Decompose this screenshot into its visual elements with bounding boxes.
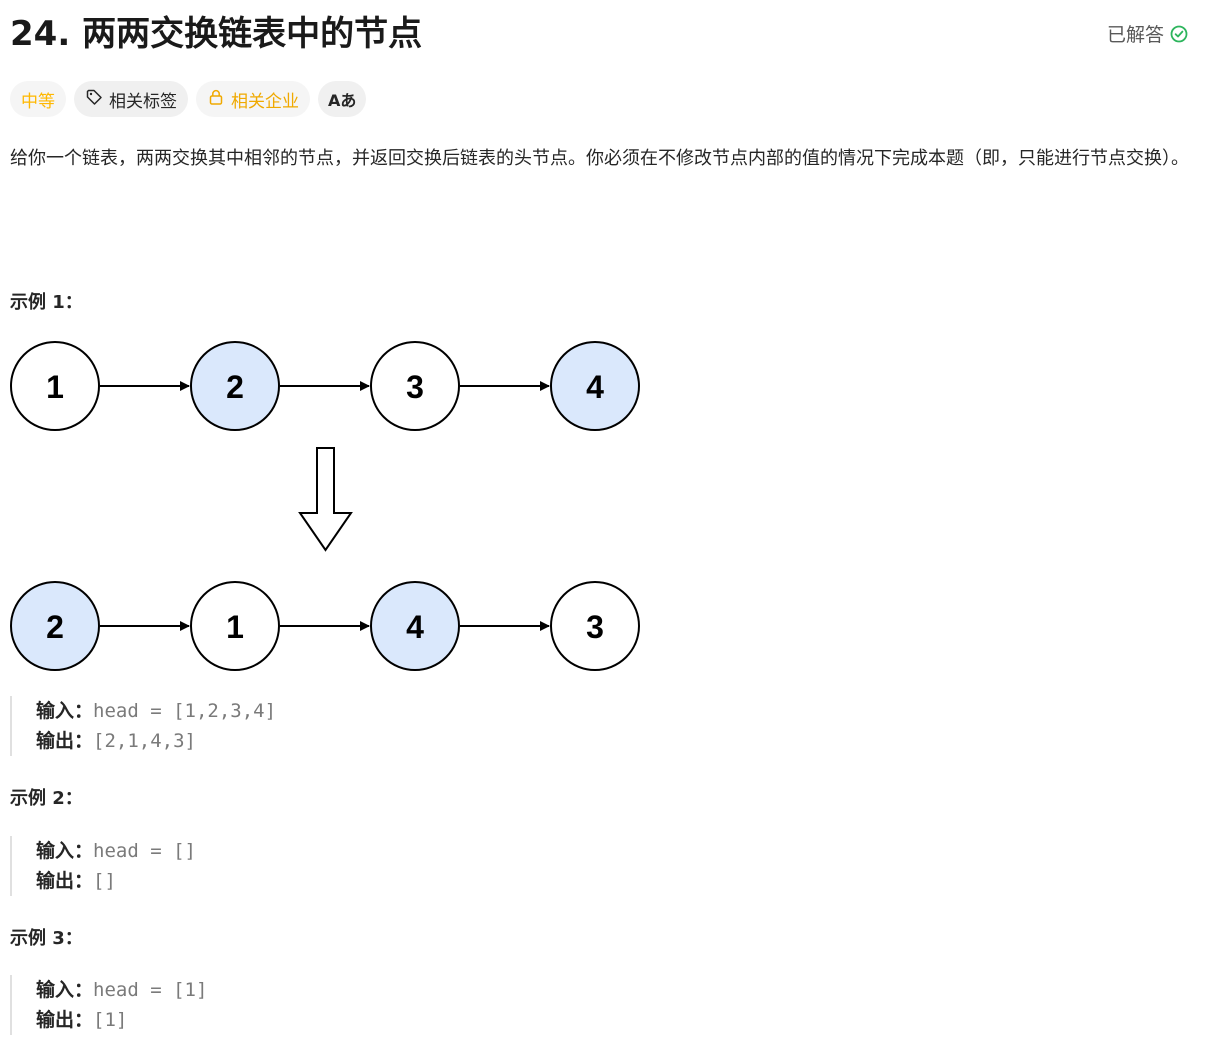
output-value: [] bbox=[93, 870, 116, 892]
translate-button[interactable]: Aあ bbox=[318, 81, 367, 117]
output-value: [2,1,4,3] bbox=[93, 730, 196, 752]
before-node bbox=[190, 341, 280, 431]
difficulty-badge[interactable]: 中等 bbox=[10, 81, 66, 117]
example-2-title: 示例 2： bbox=[10, 788, 83, 809]
solved-status: 已解答 bbox=[1107, 20, 1188, 47]
example-1-title: 示例 1： bbox=[10, 292, 83, 313]
before-node-label: 2 bbox=[226, 369, 244, 405]
example-3-block: 输入：head = [1] 输出：[1] bbox=[10, 975, 207, 1035]
before-node bbox=[550, 341, 640, 431]
problem-description: 给你一个链表，两两交换其中相邻的节点，并返回交换后链表的头节点。你必须在不修改节… bbox=[10, 148, 1189, 169]
down-arrow-icon bbox=[298, 447, 353, 552]
related-tags-label: 相关标签 bbox=[109, 91, 177, 112]
related-tags-button[interactable]: 相关标签 bbox=[74, 81, 188, 117]
after-node bbox=[370, 581, 460, 671]
before-node bbox=[10, 341, 100, 431]
lock-icon bbox=[207, 88, 225, 111]
input-value: head = [] bbox=[93, 840, 196, 862]
problem-title: 24. 两两交换链表中的节点 bbox=[10, 14, 423, 54]
output-value: [1] bbox=[93, 1009, 128, 1031]
translate-icon: Aあ bbox=[328, 91, 357, 110]
tag-bar: 中等 相关标签 相关企业 Aあ bbox=[10, 81, 367, 117]
after-node-label: 4 bbox=[406, 609, 424, 645]
output-label: 输出： bbox=[36, 1009, 94, 1031]
before-node-label: 4 bbox=[586, 369, 604, 405]
input-label: 输入： bbox=[36, 979, 94, 1001]
list-after-swap: 2 1 4 3 bbox=[10, 581, 640, 671]
input-value: head = [1,2,3,4] bbox=[93, 700, 277, 722]
solved-status-label: 已解答 bbox=[1106, 24, 1164, 46]
after-node-label: 3 bbox=[586, 609, 604, 645]
example-1-diagram: 1 2 3 4 2 1 4 3 bbox=[10, 340, 650, 676]
before-node-label: 3 bbox=[406, 369, 424, 405]
example-1-block: 输入：head = [1,2,3,4] 输出：[2,1,4,3] bbox=[10, 696, 276, 756]
after-node bbox=[190, 581, 280, 671]
before-node-label: 1 bbox=[46, 369, 64, 405]
output-label: 输出： bbox=[36, 730, 94, 752]
after-node-label: 2 bbox=[46, 609, 64, 645]
after-node bbox=[10, 581, 100, 671]
check-circle-icon bbox=[1170, 25, 1188, 43]
input-label: 输入： bbox=[36, 840, 94, 862]
example-3-title: 示例 3： bbox=[10, 928, 83, 949]
input-value: head = [1] bbox=[93, 979, 208, 1001]
before-node bbox=[370, 341, 460, 431]
after-node-label: 1 bbox=[226, 609, 244, 645]
example-2-block: 输入：head = [] 输出：[] bbox=[10, 836, 196, 896]
linked-list-diagram: 1 2 3 4 2 1 4 3 bbox=[10, 341, 640, 671]
related-companies-label: 相关企业 bbox=[231, 91, 299, 112]
tag-icon bbox=[85, 88, 103, 111]
after-node bbox=[550, 581, 640, 671]
list-before-swap: 1 2 3 4 bbox=[10, 341, 640, 431]
input-label: 输入： bbox=[36, 700, 94, 722]
related-companies-button[interactable]: 相关企业 bbox=[196, 81, 310, 117]
output-label: 输出： bbox=[36, 870, 94, 892]
